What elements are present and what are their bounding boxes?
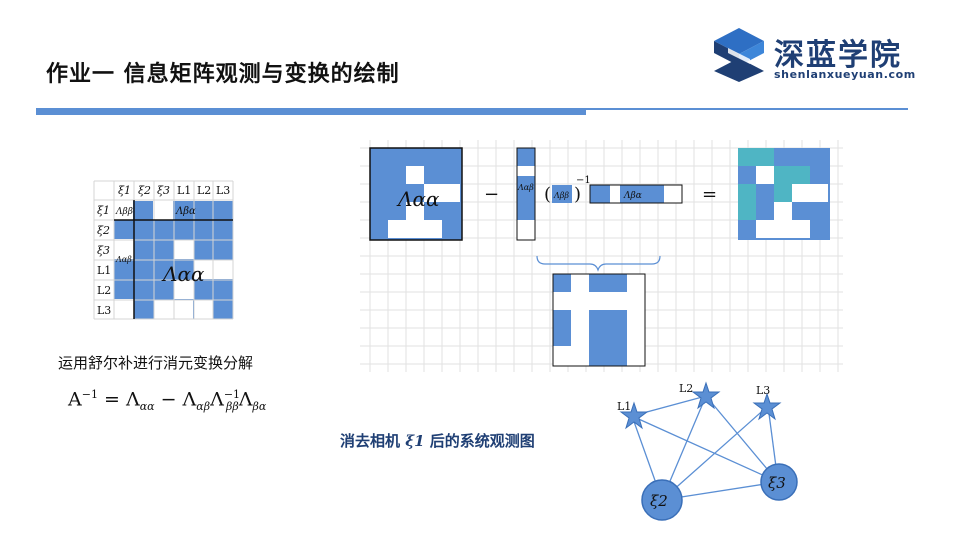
cell-landmark-xi1 — [114, 259, 134, 299]
landmark-l1-label: L1 — [617, 400, 631, 413]
graph-caption-prefix: 消去相机 — [340, 432, 401, 450]
matrix-result — [738, 148, 830, 240]
eq-label-lambda-aa: Λαα — [396, 187, 440, 211]
shenlan-logo-icon — [714, 28, 764, 82]
col-header-l3: L3 — [216, 184, 230, 197]
logo-url: shenlanxueyuan.com — [774, 68, 916, 81]
left-matrix-grid — [93, 180, 234, 320]
minus-sign: − — [484, 184, 499, 205]
landmark-l2-star-icon — [691, 381, 721, 410]
equals-sign: = — [702, 184, 717, 205]
cell-white — [194, 300, 213, 319]
open-paren: ( — [544, 184, 551, 205]
formula-term4-sub: βα — [252, 400, 267, 414]
landmark-l2-label: L2 — [679, 382, 693, 395]
formula-minus: − — [154, 388, 183, 411]
formula-term2: Λ — [182, 388, 197, 411]
schur-formula: A−1 = Λαα − ΛαβΛ−1ββΛβα — [68, 388, 266, 413]
logo-name: 深蓝学院 — [774, 38, 902, 73]
cell-xi1-xi1 — [133, 201, 153, 220]
formula-term3: Λ — [210, 388, 224, 411]
row-header-xi3: ξ3 — [97, 244, 110, 257]
close-paren: ) — [574, 184, 581, 205]
matrix-lambda-ba: Λβα — [589, 184, 683, 204]
landmark-l3-label: L3 — [756, 384, 770, 397]
graph-caption-suffix: 后的系统观测图 — [424, 432, 535, 450]
label-lambda-ba: Λβα — [175, 206, 196, 217]
row-header-xi2: ξ2 — [97, 224, 110, 237]
col-header-l2: L2 — [197, 184, 211, 197]
matrix-lambda-aa: Λαα — [369, 147, 463, 241]
col-header-xi2: ξ2 — [138, 184, 151, 197]
matrix-product — [552, 273, 646, 367]
landmark-l3-star-icon — [752, 392, 782, 421]
col-header-l1: L1 — [177, 184, 191, 197]
col-header-xi3: ξ3 — [157, 184, 170, 197]
schur-caption: 运用舒尔补进行消元变换分解 — [58, 354, 254, 372]
brace-icon — [536, 255, 661, 272]
formula-eq: = — [97, 388, 126, 411]
formula-term4: Λ — [238, 388, 253, 411]
header-rule-thick — [36, 108, 586, 115]
label-lambda-bb: Λββ — [115, 207, 133, 217]
formula-term1-sub: αα — [139, 400, 155, 414]
pose-xi2-node — [641, 479, 683, 521]
label-lambda-aa: Λαα — [161, 262, 205, 286]
cell-xi1-landmarks — [173, 201, 233, 220]
matrix-lambda-ab: Λαβ — [516, 147, 536, 241]
inverse-exponent: −1 — [576, 175, 591, 186]
slide-title: 作业一 信息矩阵观测与变换的绘制 — [46, 62, 400, 87]
row-header-xi1: ξ1 — [97, 204, 110, 217]
graph-caption: 消去相机 ξ1 后的系统观测图 — [340, 430, 535, 451]
matrix-lambda-bb — [552, 185, 572, 203]
cell-xi2-xi1 — [114, 220, 134, 239]
cell-white — [174, 280, 194, 299]
pose-xi2-label: ξ2 — [650, 492, 668, 510]
formula-lhs: A — [68, 388, 82, 411]
formula-term3-sup: −1 — [223, 388, 241, 401]
row-header-l3: L3 — [97, 304, 111, 317]
landmark-l1-star-icon — [619, 401, 649, 430]
graph-caption-var: ξ1 — [405, 432, 425, 450]
header-rule-thin — [586, 108, 908, 110]
pose-xi3-node — [760, 463, 798, 501]
eq-label-lambda-ab: Λαβ — [517, 183, 534, 192]
cell-white — [174, 240, 194, 259]
label-lambda-ab: Λαβ — [115, 255, 132, 264]
col-header-xi1: ξ1 — [118, 184, 131, 197]
formula-term1: Λ — [125, 388, 140, 411]
row-header-l1: L1 — [97, 264, 111, 277]
eq-label-lambda-ba: Λβα — [623, 191, 642, 201]
eq-label-lambda-bb: Λββ — [553, 191, 569, 200]
row-header-l2: L2 — [97, 284, 111, 297]
formula-term2-sub: αβ — [196, 400, 211, 414]
formula-term3-sub: ββ — [226, 400, 239, 414]
pose-xi3-label: ξ3 — [768, 474, 786, 492]
formula-lhs-sup: −1 — [81, 388, 98, 401]
